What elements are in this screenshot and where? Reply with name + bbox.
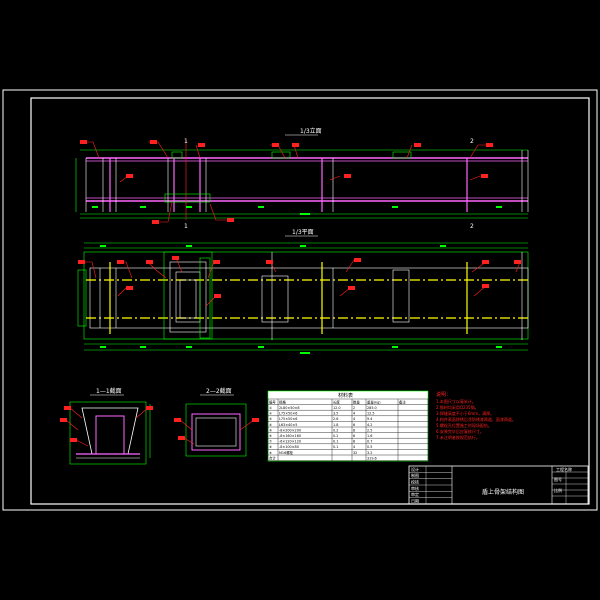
- table-cell: ④: [269, 423, 272, 427]
- note-line: 5.螺栓孔位置施工时现场配钻。: [436, 422, 492, 428]
- table-header-cell: 备注: [399, 399, 406, 404]
- table-cell: 3.2: [367, 451, 372, 455]
- table-cell: 9.4: [367, 417, 372, 421]
- drawing-no-label: 图号: [554, 476, 562, 482]
- table-cell: 0.5: [367, 445, 372, 449]
- table-cell: 6: [353, 423, 355, 427]
- table-header-cell: 规格: [279, 399, 286, 404]
- table-cell: L75×50×6: [279, 412, 297, 416]
- table-cell: ②: [269, 412, 272, 416]
- note-line: 3.焊缝高度不小于6mm，满焊。: [436, 410, 494, 416]
- table-cell: 2L80×50×8: [279, 406, 300, 410]
- note-line: 2.钢材均采用Q235钢。: [436, 404, 479, 410]
- table-cell: ③: [269, 417, 272, 421]
- table-cell: 319.6: [367, 456, 377, 460]
- table-title: 材料表: [338, 392, 353, 399]
- section-1-1: 1—1截面: [60, 387, 153, 465]
- table-cell: 285.0: [367, 406, 377, 410]
- note-line: 6.安装完毕后应复核尺寸。: [436, 428, 484, 434]
- table-cell: L75×50×6: [279, 417, 297, 421]
- project-label: 工程名称: [556, 466, 572, 472]
- table-cell: 0.7: [367, 440, 372, 444]
- table-cell: 4: [353, 445, 355, 449]
- section1-title: 1—1截面: [96, 387, 122, 395]
- scale-label: 比例: [554, 487, 562, 493]
- cut-mark-1-bottom: 1: [184, 223, 188, 230]
- elevation-view: 1/3立面: [75, 127, 529, 230]
- table-cell: 2.5: [367, 428, 372, 432]
- table-cell: 8: [353, 428, 355, 432]
- table-header-cell: 长度: [333, 399, 340, 404]
- table-header-cell: 数量: [353, 399, 360, 404]
- table-cell: ⑥: [269, 434, 272, 438]
- notes-heading: 说明：: [436, 391, 451, 398]
- table-cell: M16螺栓: [279, 450, 294, 455]
- table-cell: 12.0: [333, 406, 341, 410]
- table-cell: ⑤: [269, 428, 272, 432]
- table-cell: 8: [353, 440, 355, 444]
- table-cell: 12.5: [367, 412, 375, 416]
- title-block-label: 制图: [411, 472, 419, 478]
- outer-frame: [2, 89, 598, 511]
- plan-view: 1/3平面: [77, 229, 529, 354]
- notes-block: 说明： 1.本图尺寸以毫米计。2.钢材均采用Q235钢。3.焊缝高度不小于6mm…: [436, 391, 516, 440]
- table-cell: ⑦: [269, 440, 272, 444]
- note-line: 7.未注明者按规范执行。: [436, 434, 480, 440]
- table-cell: -8×100×80: [279, 445, 299, 449]
- title-block-label: 设计: [411, 466, 419, 472]
- cut-mark-1-top: 1: [184, 138, 188, 145]
- table-cell: 0.1: [333, 445, 338, 449]
- table-cell: 3.5: [333, 412, 338, 416]
- title-block-label: 日期: [411, 498, 419, 504]
- table-cell: -8×200×200: [279, 428, 301, 432]
- note-line: 4.构件表面除锈后涂防锈漆两道，面漆两道。: [436, 416, 516, 422]
- material-table: 材料表 编号规格 长度 数量 重量(kg) 备注 ① 2L80×50×8 12.0 2 285.0…: [267, 390, 429, 462]
- table-cell: 4: [353, 417, 355, 421]
- table-cell: 2.6: [333, 417, 338, 421]
- table-cell: 4: [353, 412, 355, 416]
- table-cell: 4.2: [367, 423, 372, 427]
- table-header-cell: 编号: [269, 399, 276, 404]
- drawing-title: 盾上骨架结构图: [482, 488, 524, 496]
- table-cell: -8×160×160: [279, 434, 301, 438]
- table-cell: 1.8: [333, 423, 338, 427]
- title-block-label: 审定: [411, 491, 419, 497]
- table-cell: ⑨: [269, 451, 272, 455]
- table-cell: 1.6: [367, 434, 372, 438]
- table-cell: 2: [353, 406, 355, 410]
- note-line: 1.本图尺寸以毫米计。: [436, 398, 476, 404]
- table-cell: ①: [269, 406, 272, 410]
- elevation-title: 1/3立面: [300, 127, 322, 135]
- table-cell: -6×120×120: [279, 440, 301, 444]
- table-cell: 0.1: [333, 440, 338, 444]
- table-cell: L63×40×5: [279, 423, 297, 427]
- table-header-cell: 重量(kg): [367, 399, 381, 404]
- table-cell: 合计: [269, 455, 276, 460]
- cut-mark-2-top: 2: [470, 138, 474, 145]
- inner-frame: [30, 97, 590, 505]
- table-cell: ⑧: [269, 445, 272, 449]
- table-cell: 0.2: [333, 428, 338, 432]
- plan-title: 1/3平面: [292, 229, 314, 236]
- section2-title: 2—2截面: [206, 387, 232, 395]
- title-block-label: 审核: [411, 485, 419, 491]
- title-block-label: 校核: [411, 479, 419, 485]
- cut-mark-2-bottom: 2: [470, 223, 474, 230]
- table-cell: 32: [353, 451, 357, 455]
- section-2-2: 2—2截面: [174, 387, 259, 457]
- table-cell: 0.2: [333, 434, 338, 438]
- table-cell: 6: [353, 434, 355, 438]
